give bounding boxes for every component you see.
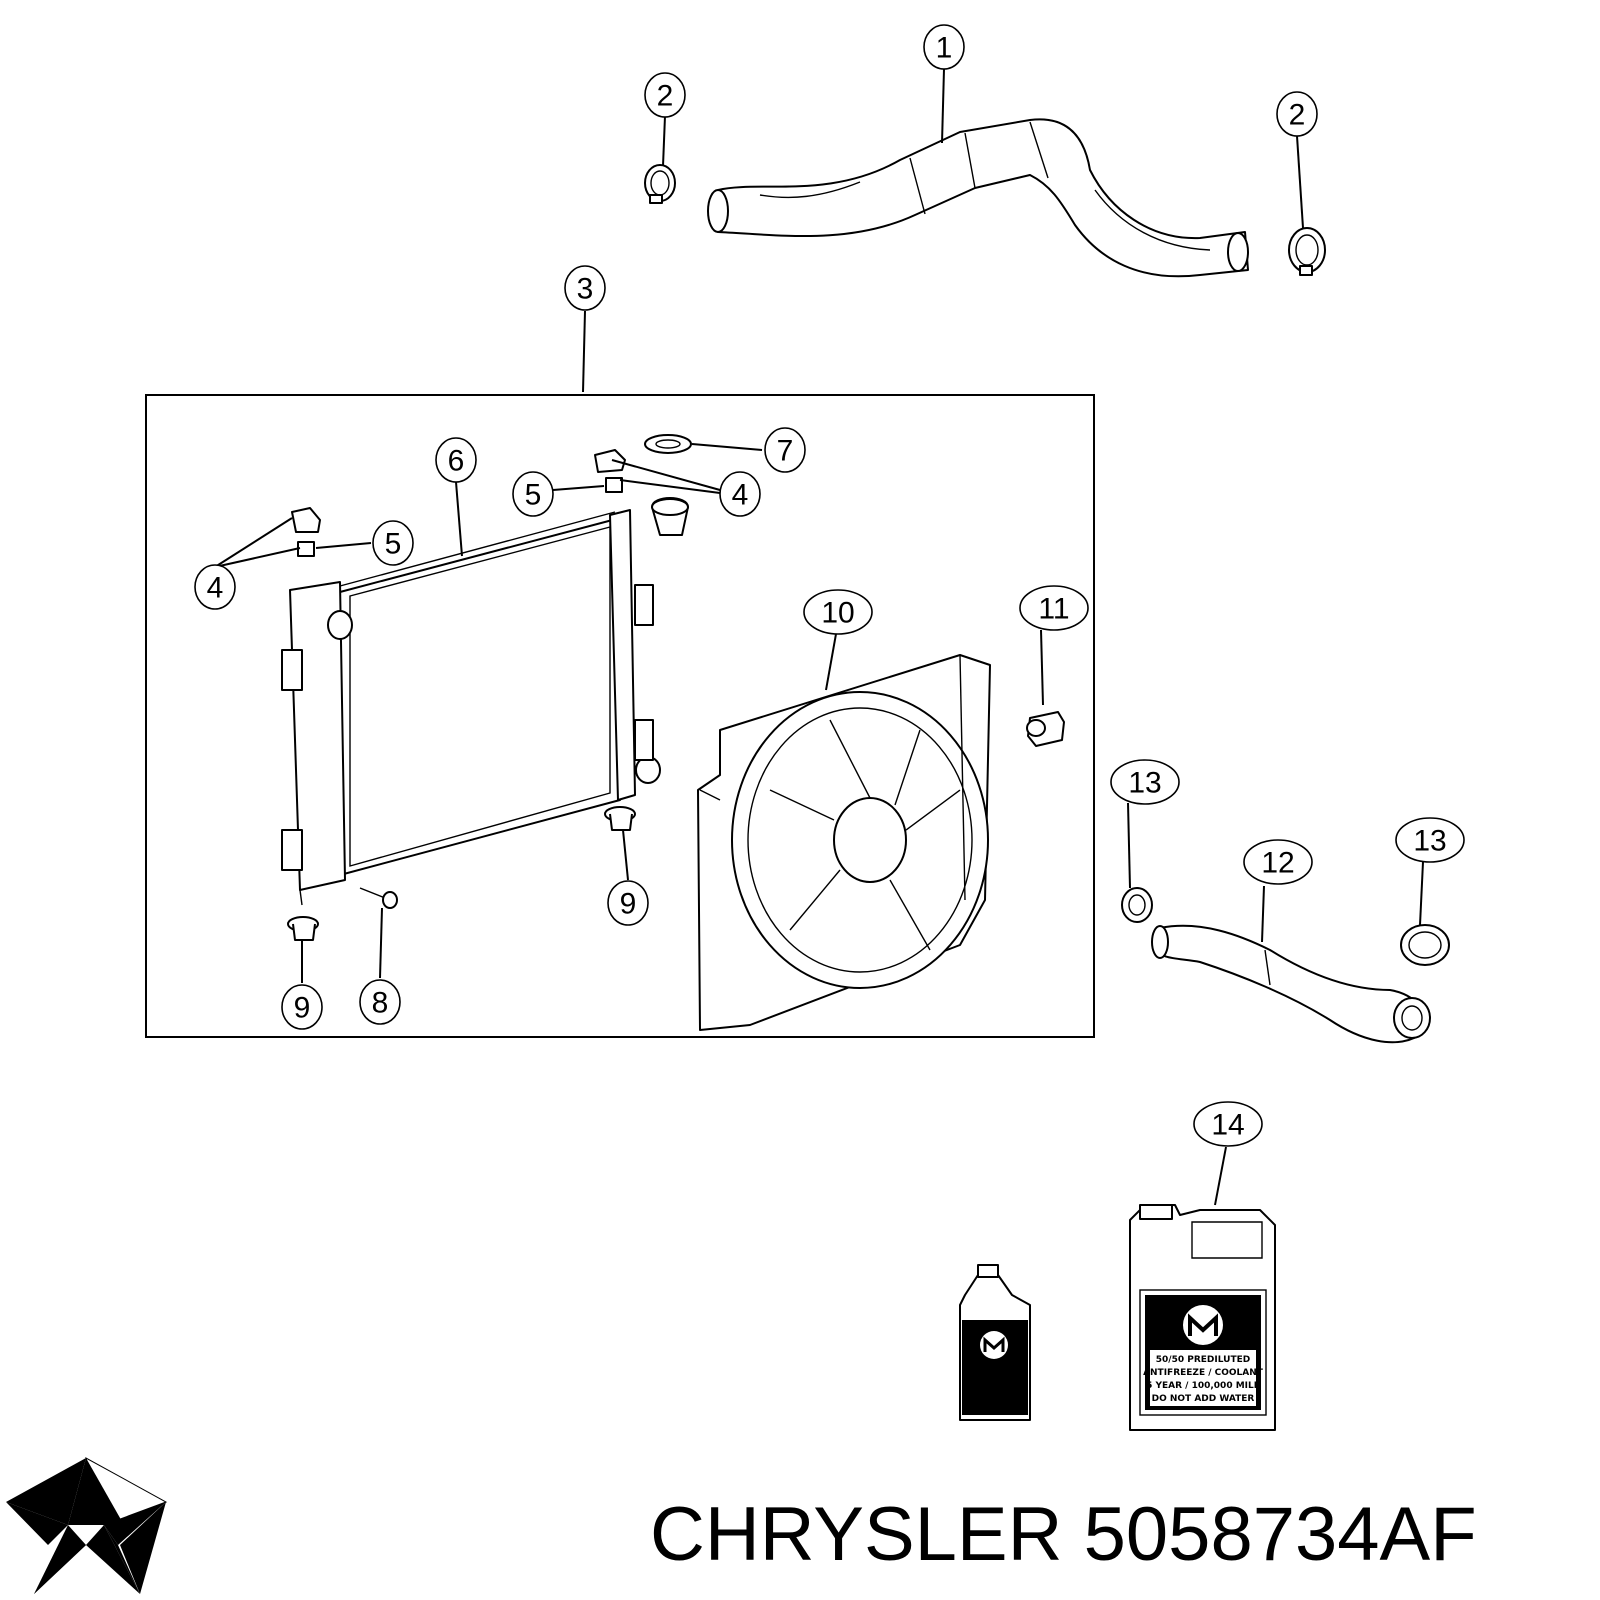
callout-2-left-label: 2 [657,80,674,113]
callout-1-label: 1 [936,32,953,65]
upper-bracket-right [594,449,626,473]
callout-3: 3 [564,265,606,311]
fan-connector [1026,711,1065,747]
callout-8: 8 [359,979,401,1025]
radiator-cap [644,434,692,536]
upper-bracket-left [291,507,321,533]
callout-9-left-label: 9 [294,992,311,1025]
callout-10-label: 10 [821,597,854,630]
callout-9-right-label: 9 [620,888,637,921]
callout-14-label: 14 [1211,1109,1244,1142]
jug-label-line2: ANTIFREEZE / COOLANT [1143,1368,1264,1378]
callout-10: 10 [803,589,873,635]
lower-hose-clamp-left [1121,887,1153,923]
callout-5-left-label: 5 [385,528,402,561]
callout-2-right-label: 2 [1289,99,1306,132]
brand-name: CHRYSLER [650,1492,1063,1577]
callout-7: 7 [764,427,806,473]
callout-13-right: 13 [1395,817,1465,863]
callout-9-right: 9 [607,880,649,926]
lower-isolator-right [604,806,636,831]
callout-13-left-label: 13 [1128,767,1161,800]
callout-12-label: 12 [1261,847,1294,880]
coolant-bottle [959,1264,1031,1421]
callout-4-right: 4 [719,471,761,517]
lower-isolator-left [287,916,319,941]
callout-5-right-label: 5 [525,479,542,512]
footer-caption: CHRYSLER 5058734AF [650,1480,1590,1590]
callout-6: 6 [435,437,477,483]
callout-8-label: 8 [372,987,389,1020]
callout-7-label: 7 [777,435,794,468]
isolator-right [605,477,623,493]
callout-14: 14 [1193,1101,1263,1147]
chrysler-pentastar-logo-icon [6,1456,168,1594]
lower-radiator-hose [1151,924,1431,1044]
callout-6-label: 6 [448,445,465,478]
callout-4-left: 4 [194,564,236,610]
part-number: 5058734AF [1083,1492,1477,1577]
hose-clamp-right [1288,227,1326,276]
callout-12: 12 [1243,839,1313,885]
radiator [281,509,661,906]
callout-13-right-label: 13 [1413,825,1446,858]
lower-hose-clamp-right [1400,924,1450,966]
callout-2-right: 2 [1276,91,1318,137]
cooling-fan-shroud [697,654,991,1031]
callout-5-left: 5 [372,520,414,566]
callout-1: 1 [923,24,965,70]
hose-clamp-left [644,164,676,204]
callout-4-left-label: 4 [207,572,224,605]
callout-11-label: 11 [1038,593,1069,626]
jug-label-line1: 50/50 PREDILUTED [1156,1355,1250,1365]
callout-4-right-label: 4 [732,479,749,512]
jug-label-line4: DO NOT ADD WATER [1152,1394,1255,1404]
callout-5-right: 5 [512,471,554,517]
coolant-jug: 50/50 PREDILUTED ANTIFREEZE / COOLANT 5 … [1129,1204,1276,1431]
radiator-assembly-frame [145,394,1095,1038]
callout-2-left: 2 [644,72,686,118]
jug-label-line3: 5 YEAR / 100,000 MILE [1146,1381,1260,1391]
callout-9-left: 9 [281,984,323,1030]
leader-lines [214,68,1424,1206]
upper-radiator-hose [707,118,1249,278]
callout-11: 11 [1019,585,1089,631]
callout-3-label: 3 [577,273,594,306]
isolator-left [297,541,315,557]
callout-13-left: 13 [1110,759,1180,805]
drain-plug [359,887,398,909]
